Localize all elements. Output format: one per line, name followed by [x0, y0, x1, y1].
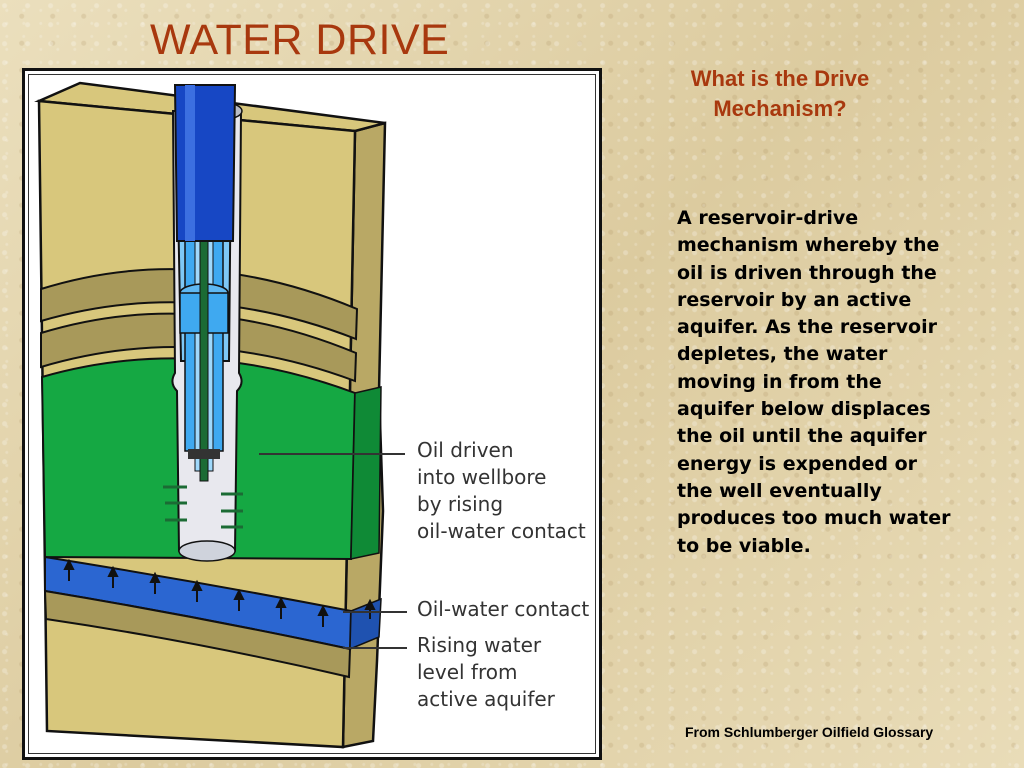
label-oil-driven-line-4: oil-water contact: [417, 519, 586, 543]
drive-mechanism-question: What is the Drive Mechanism?: [690, 66, 870, 121]
reservoir-cross-section: Oil driven into wellbore by rising oil-w…: [34, 81, 589, 749]
water-drive-diagram: Oil driven into wellbore by rising oil-w…: [22, 68, 602, 760]
source-citation: From Schlumberger Oilfield Glossary: [685, 724, 934, 740]
water-drive-definition: A reservoir-drive mechanism whereby the …: [677, 207, 951, 557]
wellbore-bottom: [178, 540, 236, 562]
cap-rock-layer-upper: [40, 268, 359, 341]
oil-zone-side: [350, 386, 382, 560]
label-rising-water-line-2: level from: [417, 660, 517, 684]
label-leader-lines: [259, 453, 407, 649]
label-oil-driven-line-3: by rising: [417, 492, 503, 516]
label-oil-water-contact: Oil-water contact: [417, 597, 589, 621]
perforations: [163, 485, 243, 529]
base-rock-layer: [43, 589, 352, 679]
surface-pipe-highlight: [185, 85, 195, 241]
slide-title: WATER DRIVE: [150, 16, 450, 64]
label-rising-water: Rising water level from active aquifer: [417, 633, 556, 711]
tubing-end: [188, 449, 220, 459]
label-rising-water-line-1: Rising water: [417, 633, 542, 657]
water-flow-arrows: [63, 558, 376, 627]
label-rising-water-line-3: active aquifer: [417, 687, 556, 711]
label-oil-driven: Oil driven into wellbore by rising oil-w…: [417, 438, 586, 543]
label-oil-driven-line-1: Oil driven: [417, 438, 514, 462]
surface-pipe: [173, 84, 237, 242]
label-oil-driven-line-2: into wellbore: [417, 465, 546, 489]
